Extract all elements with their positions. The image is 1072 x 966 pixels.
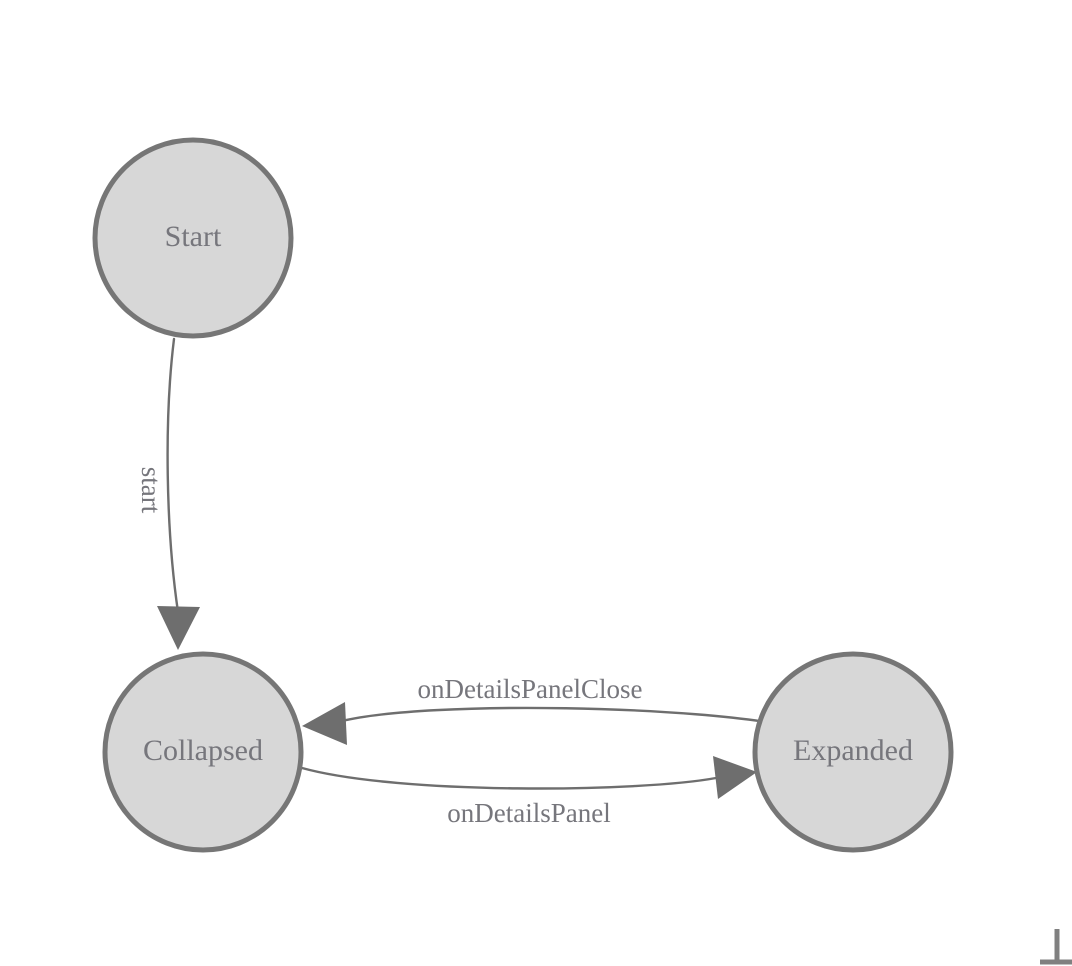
edge-label-on-details-panel: onDetailsPanel — [447, 798, 610, 828]
node-expanded-circle — [752, 651, 954, 853]
edge-start-to-collapsed-arrowhead — [157, 606, 200, 650]
node-collapsed[interactable]: Collapsed — [102, 651, 304, 853]
node-start-label: Start — [165, 220, 222, 253]
node-expanded-label: Expanded — [793, 734, 913, 767]
edge-collapsed-to-expanded-arrowhead — [713, 756, 757, 799]
resize-corner-icon[interactable] — [1040, 929, 1072, 965]
node-start[interactable]: Start — [92, 137, 294, 339]
edge-expanded-to-collapsed[interactable]: onDetailsPanelClose — [302, 674, 795, 745]
node-collapsed-label: Collapsed — [143, 734, 263, 767]
edge-start-to-collapsed-path — [166, 337, 180, 614]
edge-expanded-to-collapsed-arrowhead — [302, 702, 347, 745]
edge-start-to-collapsed[interactable]: start — [136, 337, 200, 650]
edge-collapsed-to-expanded[interactable]: onDetailsPanel — [300, 756, 757, 828]
node-collapsed-circle — [102, 651, 304, 853]
node-expanded[interactable]: Expanded — [752, 651, 954, 853]
edge-expanded-to-collapsed-path — [340, 706, 795, 729]
edge-label-on-details-panel-close: onDetailsPanelClose — [418, 674, 643, 704]
resize-corner-lines — [1040, 929, 1072, 965]
edge-label-start: start — [136, 467, 166, 514]
edge-collapsed-to-expanded-path — [300, 766, 718, 790]
node-start-circle — [92, 137, 294, 339]
